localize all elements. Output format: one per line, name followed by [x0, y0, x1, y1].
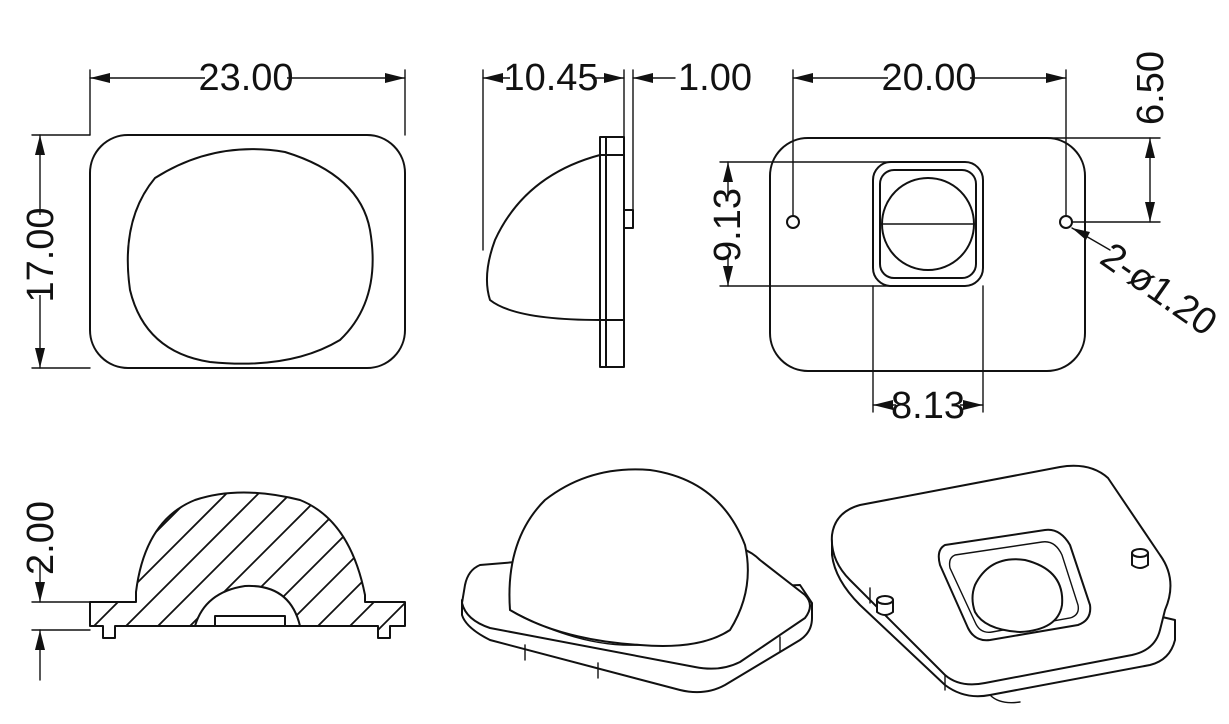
height-dimension-label: 17.00: [20, 207, 62, 302]
width-dimension-label: 23.00: [198, 57, 293, 99]
mounting-hole-left: [786, 215, 800, 229]
front-view: 23.00 17.00: [20, 56, 406, 369]
isometric-dome-view: [461, 468, 813, 694]
section-height-label: 2.00: [20, 501, 62, 575]
cavity-width-label: 8.13: [891, 385, 965, 427]
hole-spacing-label: 20.00: [881, 57, 976, 99]
locating-pin-right: [1131, 548, 1149, 569]
cavity-height-label: 9.13: [707, 188, 749, 262]
isometric-back-view: [830, 464, 1176, 704]
mounting-hole-right: [1059, 215, 1073, 229]
flange-dimension-label: 1.00: [678, 57, 752, 99]
depth-dimension-label: 10.45: [503, 57, 598, 99]
hole-offset-label: 6.50: [1130, 51, 1172, 125]
locating-pin-left: [876, 595, 894, 616]
side-view: 10.45 1.00: [482, 56, 752, 368]
back-view: 20.00 6.50 9.13 8.13 2-ø1.20: [707, 51, 1224, 427]
section-view: 2.00: [20, 491, 406, 681]
hole-callout-label: 2-ø1.20: [1093, 235, 1224, 345]
